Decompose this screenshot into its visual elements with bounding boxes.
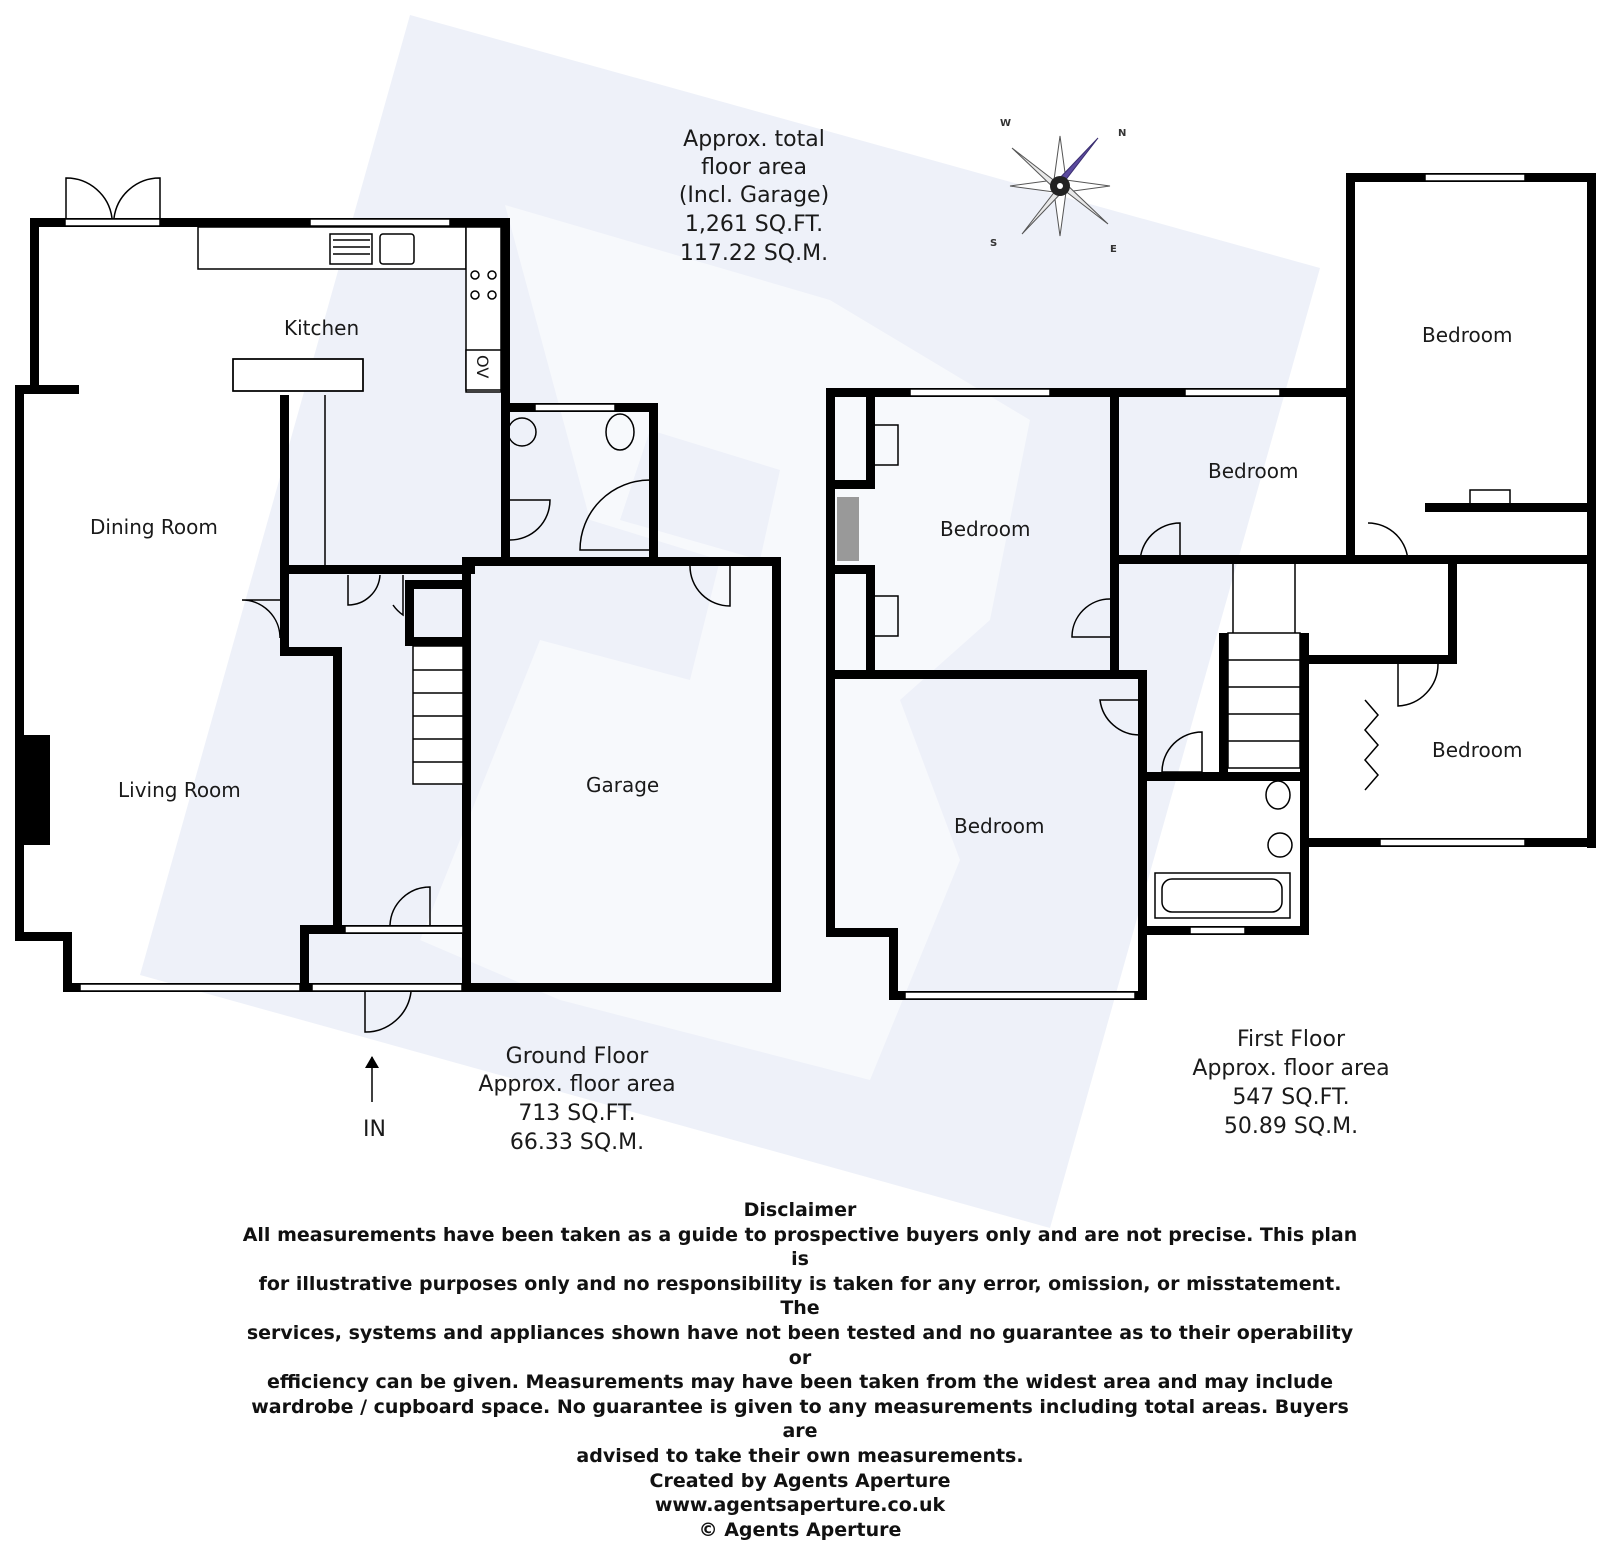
room-label-bedroom-1: Bedroom	[940, 517, 1030, 541]
total-area-line3: (Incl. Garage)	[679, 183, 829, 208]
first-floor-area-block: First Floor Approx. floor area 547 SQ.FT…	[1192, 1027, 1389, 1139]
disclaimer-copyright: © Agents Aperture	[698, 1518, 902, 1541]
ground-floor-subtitle: Approx. floor area	[478, 1072, 675, 1097]
disclaimer-line: advised to take their own measurements.	[576, 1444, 1024, 1467]
disclaimer-line: for illustrative purposes only and no re…	[258, 1272, 1342, 1320]
disclaimer-title: Disclaimer	[743, 1199, 857, 1221]
ground-floor-sqft: 713 SQ.FT.	[518, 1101, 635, 1126]
room-label-bedroom-5: Bedroom	[954, 814, 1044, 838]
compass-west: W	[1000, 118, 1011, 129]
first-floor-title: First Floor	[1237, 1027, 1346, 1052]
total-area-sqm: 117.22 SQ.M.	[680, 241, 828, 266]
ground-floor-title: Ground Floor	[506, 1044, 650, 1069]
compass-north: N	[1118, 128, 1126, 139]
total-area-sqft: 1,261 SQ.FT.	[685, 212, 823, 237]
disclaimer-created-by: Created by Agents Aperture	[649, 1469, 951, 1492]
first-floor-subtitle: Approx. floor area	[1192, 1056, 1389, 1081]
compass-south: S	[990, 238, 997, 249]
disclaimer-line: efficiency can be given. Measurements ma…	[266, 1371, 1334, 1394]
disclaimer-line: wardrobe / cupboard space. No guarantee …	[251, 1395, 1349, 1443]
total-area-line1: Approx. total	[683, 127, 825, 152]
entrance-label: IN	[363, 1117, 386, 1142]
total-area-block: Approx. total floor area (Incl. Garage) …	[679, 127, 829, 266]
disclaimer-website: www.agentsaperture.co.uk	[654, 1494, 946, 1517]
room-label-bedroom-2: Bedroom	[1208, 459, 1298, 483]
first-floor-plan	[826, 173, 1596, 1000]
room-label-bedroom-4: Bedroom	[1432, 738, 1522, 762]
ground-floor-area-block: Ground Floor Approx. floor area 713 SQ.F…	[478, 1044, 675, 1155]
ground-floor-sqm: 66.33 SQ.M.	[510, 1130, 644, 1155]
room-label-kitchen: Kitchen	[284, 316, 359, 340]
ground-floor-plan	[15, 177, 781, 1102]
watermark-logo	[140, 15, 1320, 1228]
room-label-dining-room: Dining Room	[90, 515, 218, 539]
room-label-living-room: Living Room	[118, 778, 241, 802]
disclaimer-line: services, systems and appliances shown h…	[246, 1321, 1354, 1369]
room-label-garage: Garage	[586, 773, 659, 797]
compass-rose	[1009, 135, 1111, 237]
floor-plan: N E S W Kitchen Dining Room Living Room …	[15, 15, 1596, 1228]
first-floor-sqft: 547 SQ.FT.	[1232, 1085, 1349, 1110]
compass-east: E	[1110, 244, 1117, 255]
total-area-line2: floor area	[701, 155, 807, 180]
disclaimer-line: All measurements have been taken as a gu…	[242, 1223, 1358, 1271]
disclaimer-block: Disclaimer All measurements have been ta…	[240, 1198, 1360, 1542]
room-label-bedroom-3: Bedroom	[1422, 323, 1512, 347]
first-floor-sqm: 50.89 SQ.M.	[1224, 1114, 1358, 1139]
oven-label: OV	[473, 355, 492, 378]
